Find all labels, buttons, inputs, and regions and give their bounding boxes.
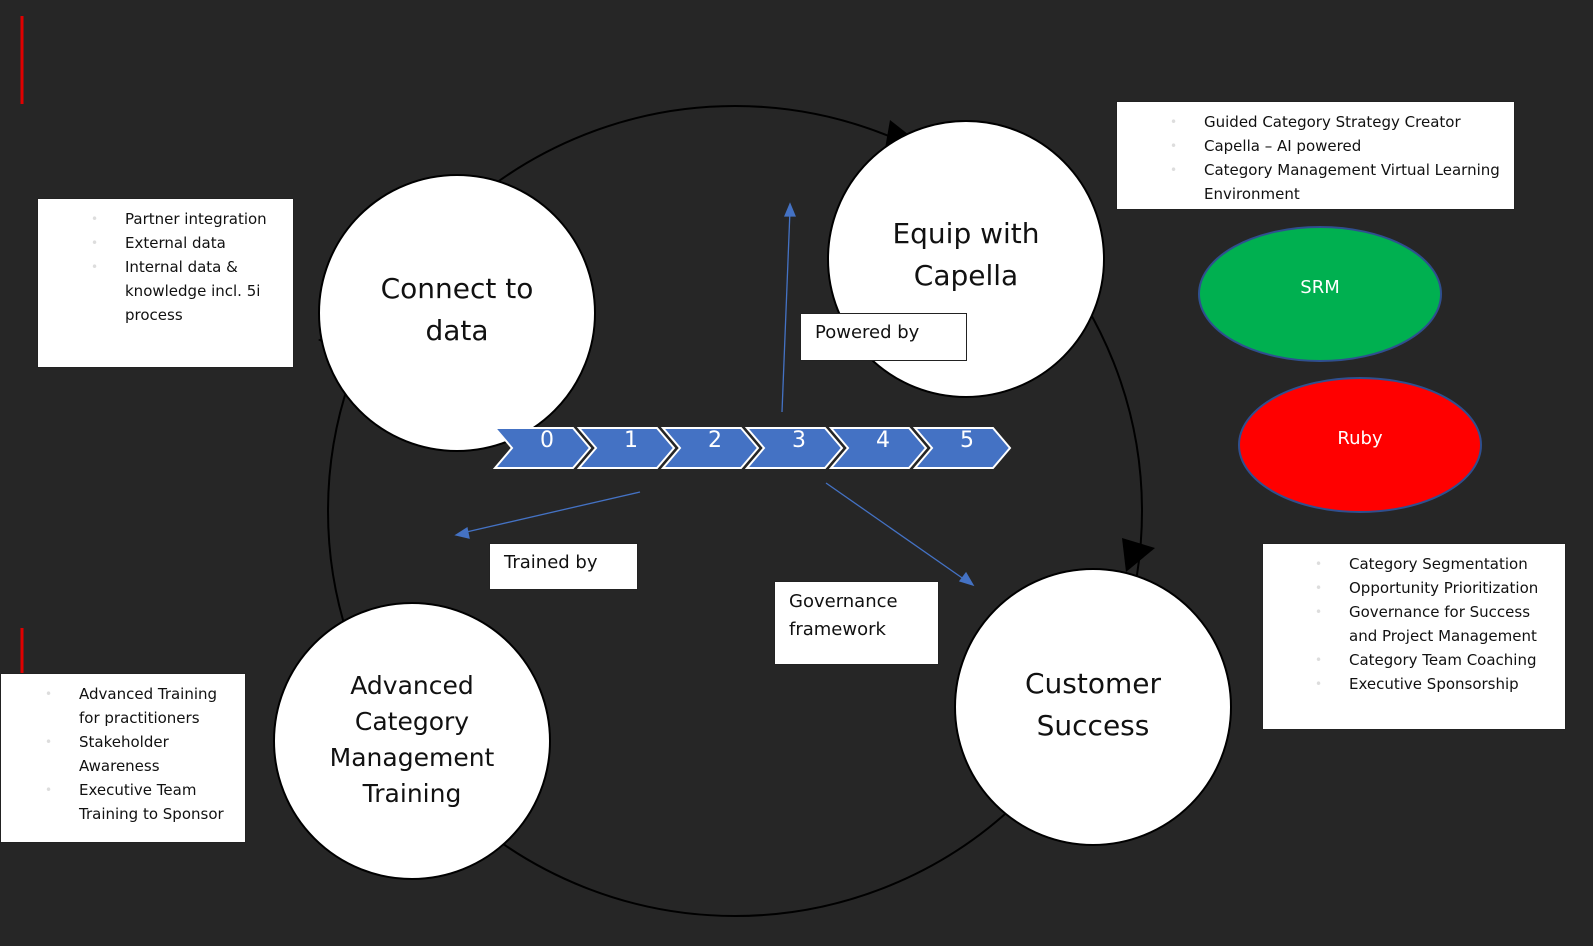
equip-item: Capella – AI powered — [1170, 134, 1506, 158]
srm-label: SRM — [1300, 276, 1340, 298]
customer-details-box: Category Segmentation Opportunity Priori… — [1262, 543, 1566, 730]
customer-item: Executive Sponsorship — [1315, 672, 1557, 696]
chevron-4 — [828, 427, 928, 469]
cycle-ring — [327, 105, 1143, 917]
connect-label: Connect to data — [380, 272, 534, 347]
chevron-2 — [660, 427, 760, 469]
oval-ruby — [1238, 377, 1482, 513]
equip-details-box: Guided Category Strategy Creator Capella… — [1116, 101, 1515, 210]
oval-srm — [1198, 226, 1442, 362]
ruby-label: Ruby — [1337, 427, 1383, 449]
equip-item: Guided Category Strategy Creator — [1170, 110, 1506, 134]
training-item: Stakeholder Awareness — [45, 730, 237, 778]
chevron-5 — [912, 427, 1012, 469]
trained-by-label: Trained by — [489, 543, 638, 590]
training-item: Advanced Training for practitioners — [45, 682, 237, 730]
connect-item: External data — [91, 231, 285, 255]
equip-item: Category Management Virtual Learning Env… — [1170, 158, 1506, 206]
chevron-1 — [576, 427, 676, 469]
training-details-box: Advanced Training for practitioners Stak… — [0, 673, 246, 843]
step-label-2: 2 — [708, 428, 722, 453]
training-label: Advanced Category Management Training — [329, 670, 495, 809]
equip-label: Equip with Capella — [892, 217, 1040, 292]
training-item: Executive Team Training to Sponsor — [45, 778, 237, 826]
customer-item: Category Segmentation — [1315, 552, 1557, 576]
customer-item: Governance for Success and Project Manag… — [1315, 600, 1557, 648]
step-label-4: 4 — [876, 428, 890, 453]
step-label-0: 0 — [540, 428, 554, 453]
connect-item: Internal data & knowledge incl. 5i proce… — [91, 255, 285, 327]
step-label-5: 5 — [960, 428, 974, 453]
customer-item: Category Team Coaching — [1315, 648, 1557, 672]
arrow-governance-line — [825, 482, 969, 583]
arrow-governance-head — [958, 571, 975, 587]
arrow-trained-line — [461, 491, 641, 534]
arrow-powered-head — [784, 202, 796, 217]
circle-customer — [954, 568, 1232, 846]
connect-details-box: Partner integration External data Intern… — [37, 198, 294, 368]
arrow-trained-head — [454, 526, 470, 539]
customer-item: Opportunity Prioritization — [1315, 576, 1557, 600]
chevron-0 — [492, 427, 592, 469]
arrow-powered-line — [781, 209, 791, 413]
step-label-1: 1 — [624, 428, 638, 453]
chevron-3 — [744, 427, 844, 469]
circle-training — [273, 602, 551, 880]
circle-connect — [318, 174, 596, 452]
governance-label: Governance framework — [774, 581, 939, 665]
customer-label: Customer Success — [1024, 667, 1161, 742]
powered-by-label: Powered by — [800, 313, 967, 361]
step-label-3: 3 — [792, 428, 806, 453]
cycle-arrowhead-right — [1122, 538, 1155, 572]
connect-item: Partner integration — [91, 207, 285, 231]
